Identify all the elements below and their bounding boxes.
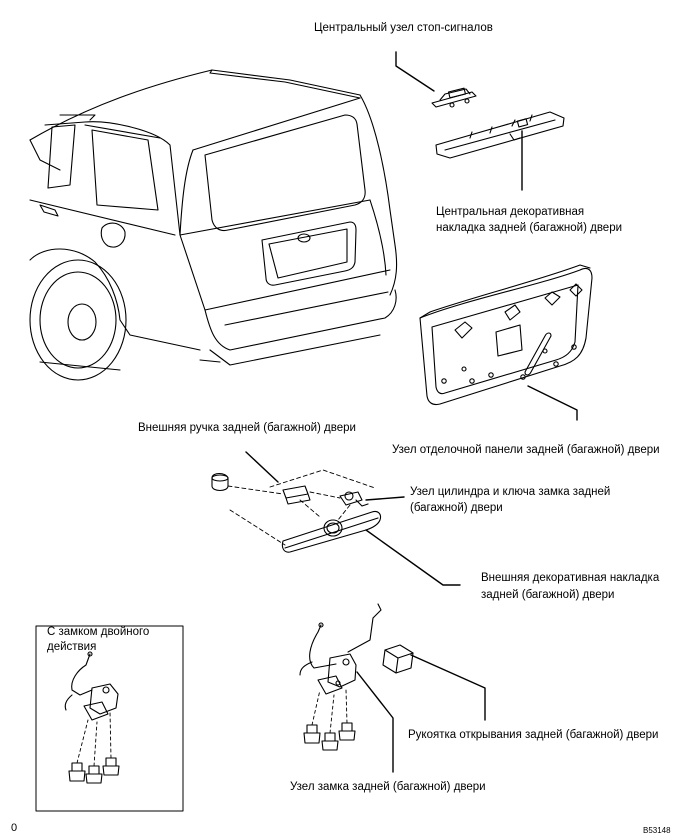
label-door-lock: Узел замка задней (багажной) двери: [290, 781, 486, 793]
leader-opener-handle: [410, 654, 486, 721]
center-stop-lamp-part: [431, 87, 477, 108]
label-outside-garnish-line2: задней (багажной) двери: [481, 589, 615, 601]
label-double-lock-line2: действия: [47, 641, 97, 653]
label-center-garnish-line2: накладка задней (багажной) двери: [436, 222, 623, 234]
outside-handle-assembly: [211, 472, 382, 553]
leader-outside-handle: [245, 451, 279, 483]
vehicle-rear-illustration: [29, 69, 398, 381]
label-double-lock-line1: С замком двойного: [47, 626, 150, 638]
label-outside-garnish-line1: Внешняя декоративная накладка: [481, 572, 660, 584]
double-lock-inset: [35, 625, 184, 812]
center-garnish-part: [435, 111, 565, 159]
label-cylinder-key-line2: (багажной) двери: [410, 502, 503, 514]
label-center-garnish-line1: Центральная декоративная: [436, 206, 585, 218]
label-trim-panel: Узел отделочной панели задней (багажной)…: [392, 444, 660, 456]
label-opener-handle: Рукоятка открывания задней (багажной) дв…: [408, 729, 659, 741]
leader-door-lock: [356, 671, 394, 773]
back-door-lock-part: [299, 603, 382, 751]
figure-code: B53148: [643, 826, 671, 835]
assembly-guide-lines: [227, 469, 376, 546]
label-outside-handle: Внешняя ручка задней (багажной) двери: [138, 422, 356, 434]
leader-outside-garnish: [365, 529, 461, 586]
opener-handle-part: [382, 644, 414, 674]
label-center-stop-lamp: Центральный узел стоп-сигналов: [314, 22, 493, 34]
trim-panel-part: [419, 264, 593, 406]
label-cylinder-key-line1: Узел цилиндра и ключа замка задней: [410, 486, 611, 498]
leader-cylinder-key: [365, 496, 405, 501]
leader-trim-panel: [527, 385, 578, 421]
leader-center-stop-lamp: [395, 51, 435, 92]
page-number: 0: [11, 822, 18, 834]
leader-lines: [245, 51, 578, 773]
